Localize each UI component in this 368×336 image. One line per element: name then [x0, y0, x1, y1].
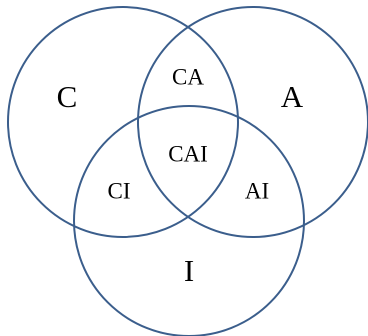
region-label-ci: CI: [108, 178, 131, 203]
set-label-c: C: [57, 79, 78, 114]
circle-i: [73, 105, 305, 336]
set-label-a: A: [281, 79, 304, 114]
region-label-ai: AI: [245, 178, 269, 203]
region-label-cai: CAI: [168, 141, 208, 166]
set-label-i: I: [184, 253, 194, 288]
circle-a: [137, 6, 368, 238]
circle-c: [7, 6, 239, 238]
region-label-ca: CA: [172, 64, 204, 89]
